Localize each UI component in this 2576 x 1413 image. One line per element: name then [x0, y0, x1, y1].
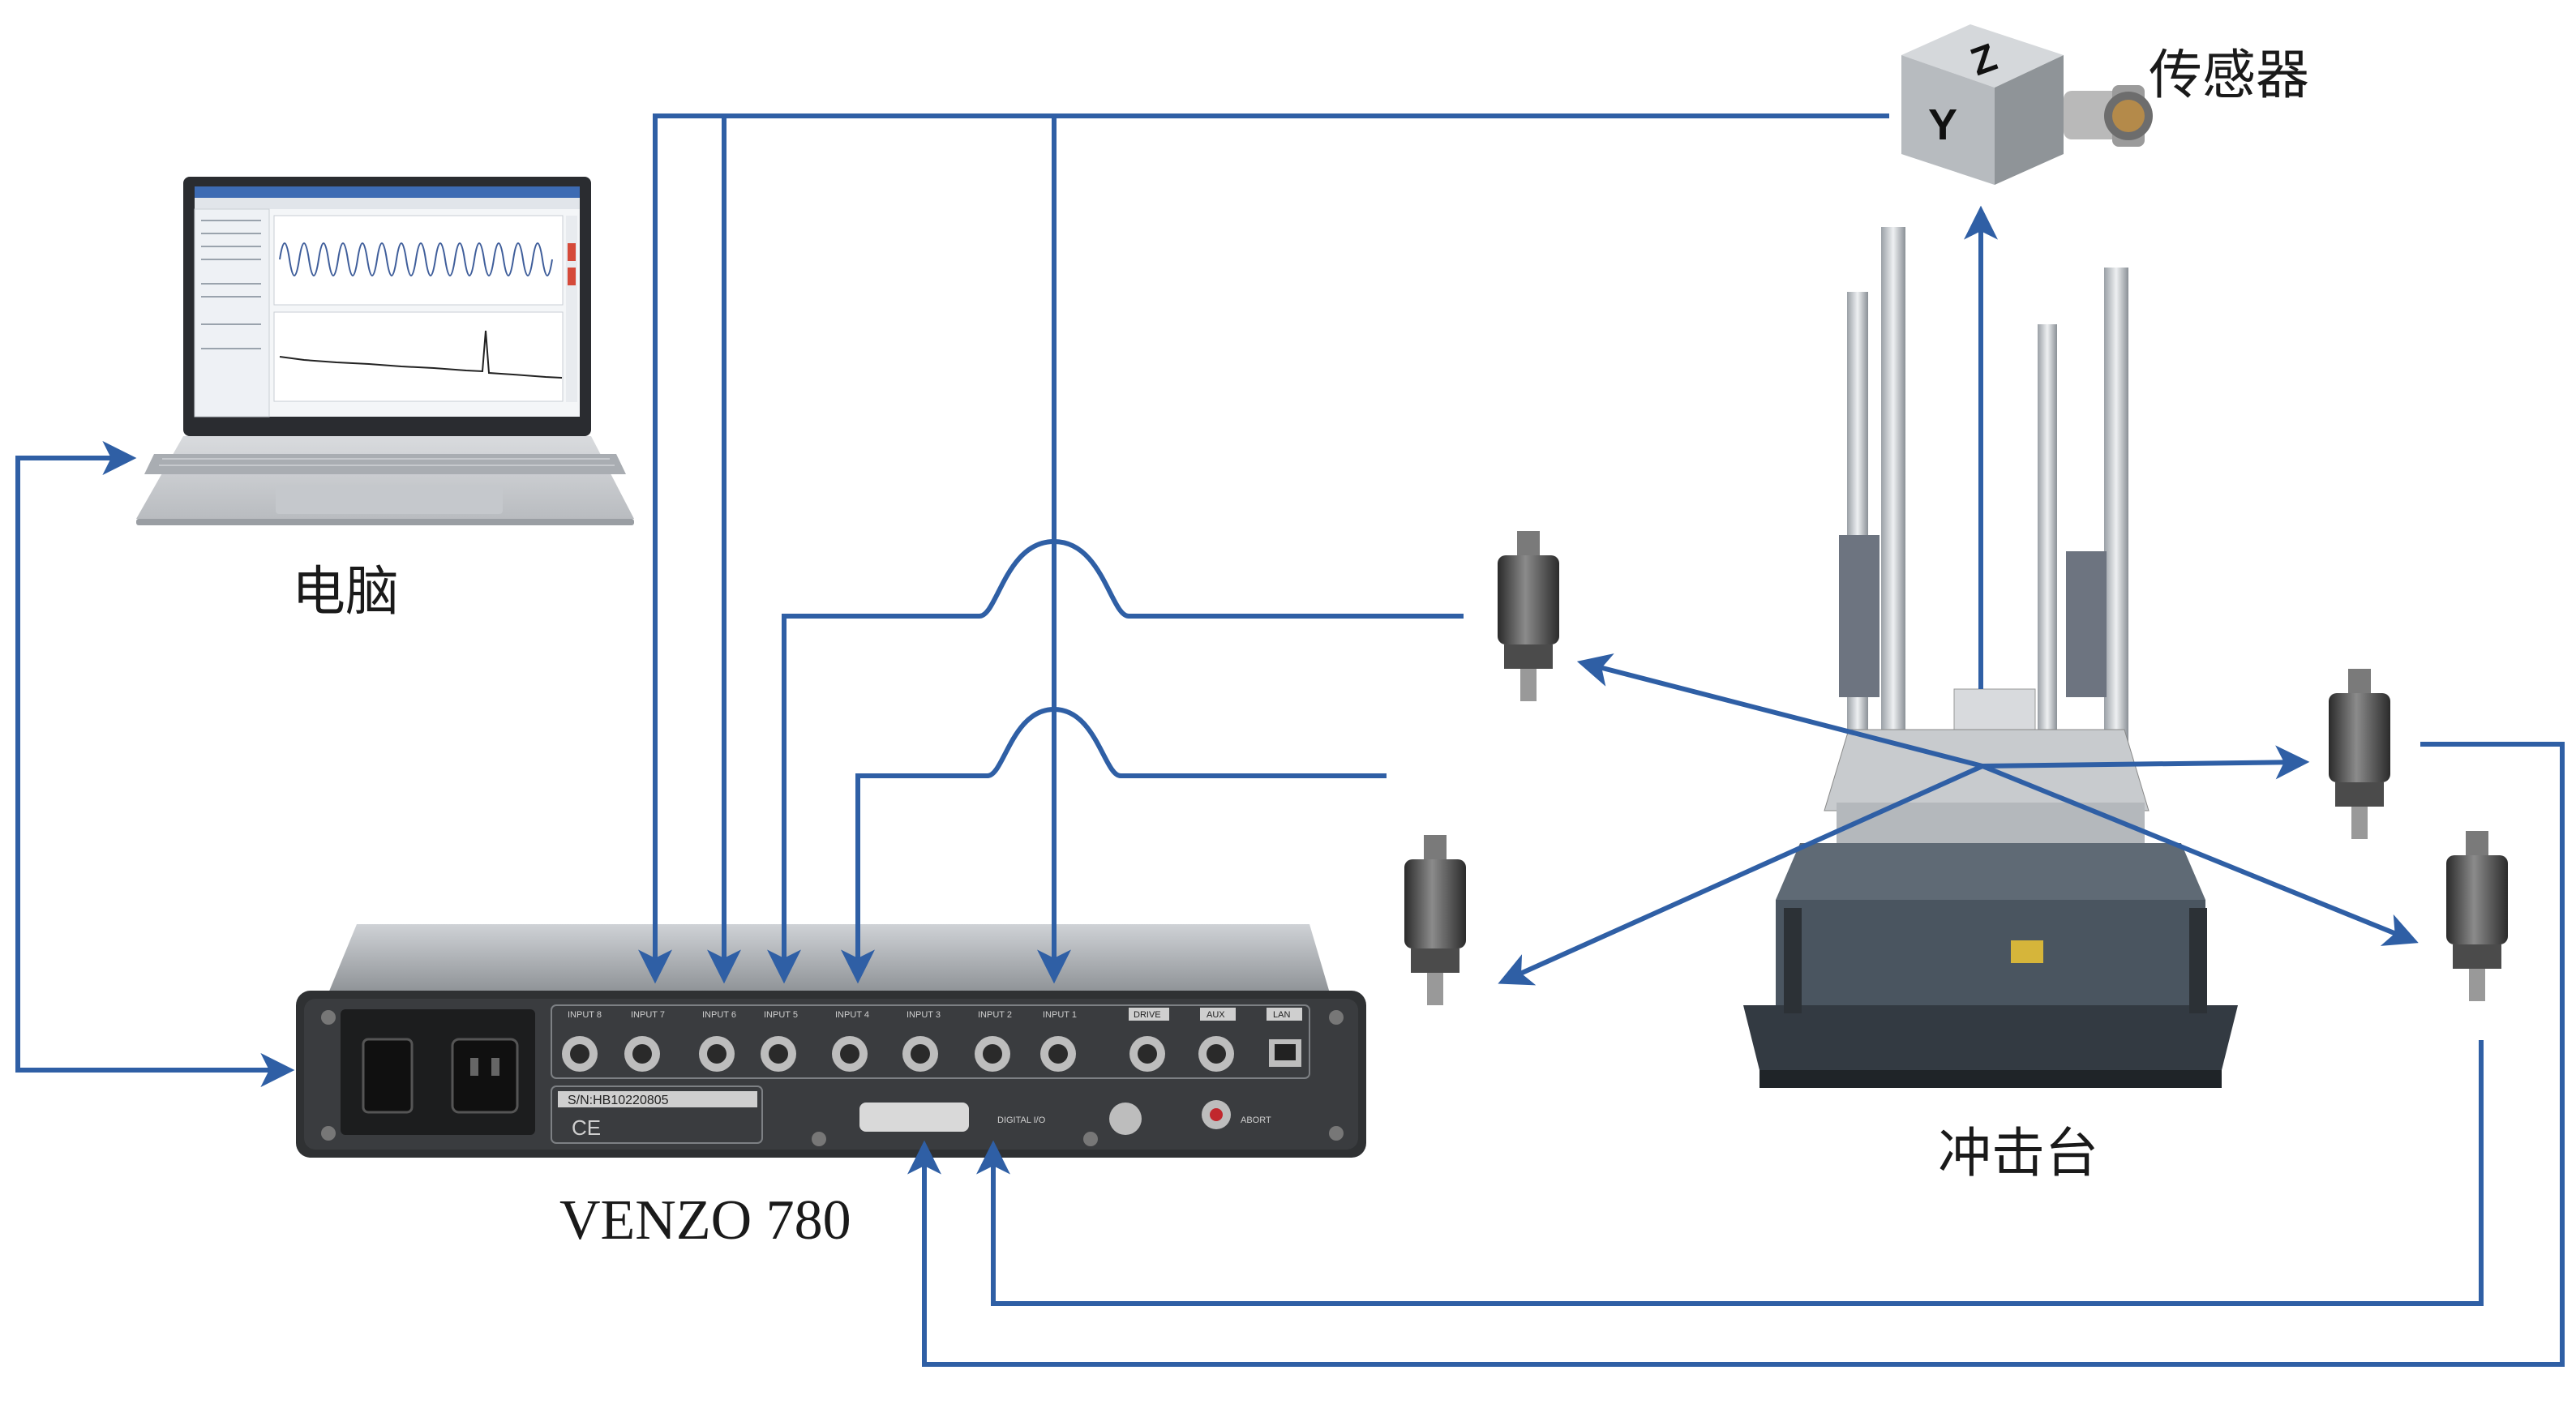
wire-accel-4-input-2 [976, 1040, 2484, 1306]
accelerometer-1 [1498, 531, 1559, 701]
input-8-label: INPUT 8 [568, 1010, 602, 1020]
abort-label: ABORT [1241, 1115, 1271, 1125]
digital-io-label: DIGITAL I/O [997, 1115, 1046, 1125]
sensor-axis-y: Y [1928, 101, 1957, 149]
computer-illustration [136, 177, 634, 525]
shock-table-illustration [1743, 227, 2238, 1088]
accelerometer-2 [1404, 835, 1466, 1005]
accelerometer-4 [2446, 831, 2508, 1001]
wire-computer-device [15, 441, 295, 1087]
aux-label: AUX [1207, 1010, 1225, 1020]
serial-number: S/N:HB10220805 [568, 1094, 669, 1107]
wire-accel-3-input-3 [907, 742, 2565, 1367]
shock-table-label: 冲击台 [1938, 1122, 2098, 1184]
lan-label: LAN [1273, 1010, 1290, 1020]
arrow-to-accel-3 [1982, 745, 2310, 780]
computer-label: 电脑 [292, 560, 399, 623]
drive-label: DRIVE [1134, 1010, 1161, 1020]
venzo-780-device: INPUT 8 INPUT 7 INPUT 6 INPUT 5 INPUT 4 … [296, 924, 1366, 1158]
input-4-label: INPUT 4 [835, 1010, 869, 1020]
input-1-label: INPUT 1 [1043, 1010, 1077, 1020]
wire-sensor-input-8 [638, 113, 1889, 984]
input-5-label: INPUT 5 [764, 1010, 798, 1020]
ce-mark: CE [572, 1115, 601, 1140]
accelerometer-3 [2329, 669, 2390, 839]
sensor-label: 传感器 [2149, 44, 2309, 106]
wire-accel-2-input-5 [841, 706, 1387, 984]
connection-wires [15, 113, 2565, 1367]
arrow-to-accel-2 [1498, 764, 1984, 986]
venzo-label: VENZO 780 [559, 1189, 851, 1252]
input-3-label: INPUT 3 [907, 1010, 941, 1020]
bnc-connectors [562, 1036, 1234, 1072]
arrow-to-accel-1 [1576, 653, 1983, 769]
arrow-to-accel-4 [1981, 764, 2419, 946]
input-7-label: INPUT 7 [631, 1010, 665, 1020]
triaxial-sensor-illustration: Z Y [1901, 24, 2153, 185]
input-6-label: INPUT 6 [702, 1010, 736, 1020]
wire-accel-1-input-6 [767, 538, 1464, 984]
input-2-label: INPUT 2 [978, 1010, 1012, 1020]
